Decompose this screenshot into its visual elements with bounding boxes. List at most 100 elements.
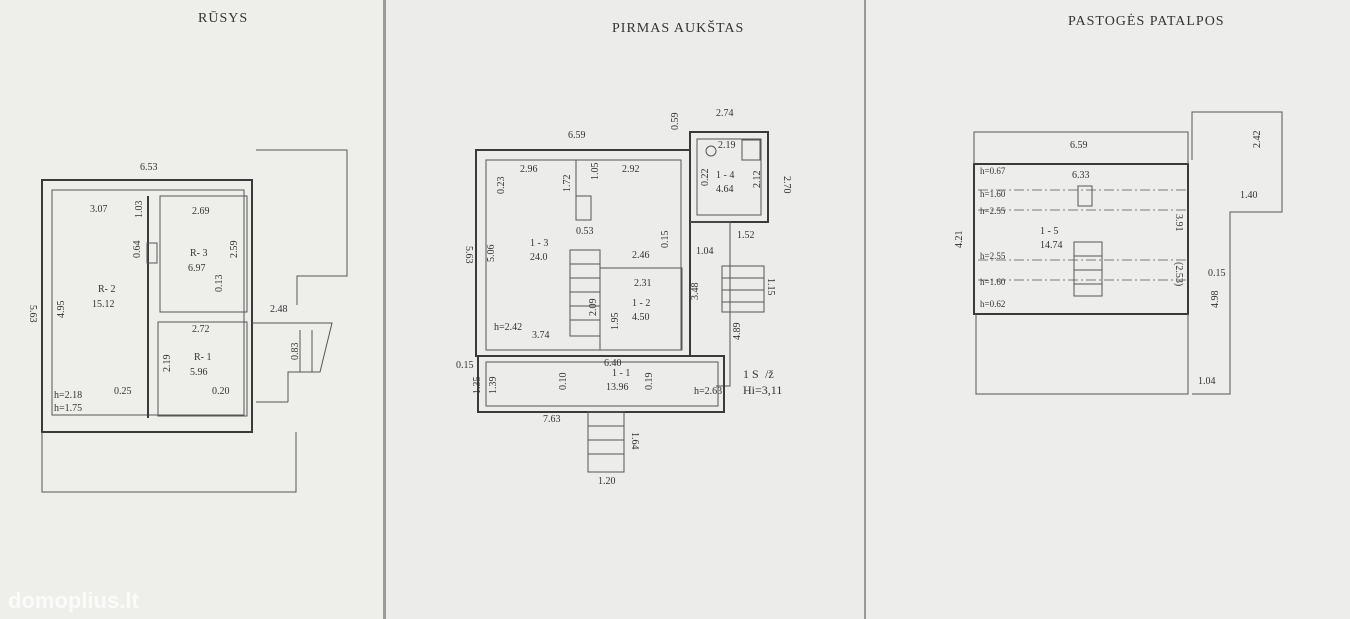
bathroom-inner-wall [696, 138, 762, 216]
dim-label: (2.53) [1173, 262, 1184, 286]
room-id: 1 - 1 [612, 368, 630, 379]
dim-label: 0.13 [214, 275, 225, 293]
attic-stair [1073, 241, 1103, 297]
dim-label: 3.07 [90, 204, 108, 215]
first-floor-title: PIRMAS AUKŠTAS [612, 19, 744, 36]
dim-label: 0.59 [670, 113, 681, 131]
height-note: h=2.63 [694, 386, 722, 397]
basement-stair [252, 322, 333, 402]
dim-label: 0.15 [1208, 268, 1226, 279]
sheet-middle [386, 0, 864, 619]
dim-label: 2.09 [588, 299, 599, 317]
height-note: h=1.75 [54, 403, 82, 414]
room-id: R- 1 [194, 352, 212, 363]
room-r1-outline [157, 321, 248, 417]
dim-label: 1.95 [610, 313, 621, 331]
height-note: h=1.60 [980, 277, 1006, 287]
chimney-left [146, 242, 158, 264]
dim-label: 2.69 [192, 206, 210, 217]
height-note: h=0.62 [980, 299, 1005, 309]
room-area: 15.12 [92, 299, 115, 310]
attic-roof-line [973, 131, 1189, 164]
room-area: 5.96 [190, 367, 208, 378]
chimney-middle [575, 195, 592, 221]
dim-label: 2.72 [192, 324, 210, 335]
dim-label: 6.59 [1070, 140, 1088, 151]
dim-label: 3.74 [532, 330, 550, 341]
dim-label: 3.91 [1173, 214, 1184, 232]
entry-stair [587, 411, 625, 473]
dim-label: 2.12 [752, 171, 763, 189]
basement-title: RŪSYS [198, 10, 248, 26]
dim-label: 4.21 [954, 231, 965, 249]
attic-title: PASTOGĖS PATALPOS [1068, 13, 1225, 29]
dim-label: 5.63 [27, 305, 38, 323]
room-id: 1 - 5 [1040, 226, 1058, 237]
dim-label: 0.22 [700, 169, 711, 187]
dim-label: 0.20 [212, 386, 230, 397]
room-area: 4.64 [716, 184, 734, 195]
dim-label: 1.15 [765, 278, 776, 296]
side-stair [721, 265, 765, 313]
dim-label: 6.33 [1072, 170, 1090, 181]
dim-label: 2.92 [622, 164, 640, 175]
dim-label: 1.04 [1198, 376, 1216, 387]
dim-label: 0.19 [644, 373, 655, 391]
height-note: h=0.67 [980, 166, 1006, 176]
dim-label: 2.46 [632, 250, 650, 261]
attic-lower-line [975, 314, 1189, 395]
dim-label: 4.98 [1210, 291, 1221, 309]
dim-label: 1.04 [696, 246, 714, 257]
dim-label: 6.40 [604, 358, 622, 369]
room-id: R- 2 [98, 284, 116, 295]
room-area: 6.97 [188, 263, 206, 274]
floor-note-slash: /ž [765, 367, 774, 381]
dim-label: 2.74 [716, 108, 734, 119]
dim-label: 6.53 [140, 162, 158, 173]
room-area: 13.96 [606, 382, 629, 393]
dim-label: 0.25 [114, 386, 132, 397]
attic-extension [1191, 111, 1283, 395]
dim-label: 0.64 [132, 241, 143, 259]
hi-note: Hi=3,11 [743, 383, 782, 397]
dim-label: 0.23 [496, 177, 507, 195]
sheet-right [866, 0, 1350, 619]
dim-label: 1.72 [562, 175, 573, 193]
toilet-icon [705, 145, 717, 157]
dim-label: 5.06 [486, 245, 497, 263]
dim-label: 0.10 [558, 373, 569, 391]
dim-label: 4.89 [732, 323, 743, 341]
shower [741, 139, 761, 161]
watermark: domoplius.lt [8, 588, 139, 613]
dim-label: 0.15 [456, 360, 474, 371]
dim-label: 2.19 [162, 355, 173, 373]
attic-plan: PASTOGĖS PATALPOS 6.59 6.33 4.21 h=0.67 … [954, 13, 1283, 395]
dim-label: 2.96 [520, 164, 538, 175]
basement-outer-wall [41, 179, 253, 433]
height-note: h=2.18 [54, 390, 82, 401]
height-note: h=1.60 [980, 189, 1006, 199]
dim-label: 5.63 [463, 246, 474, 264]
height-note: h=2.55 [980, 251, 1006, 261]
room-r3-outline [159, 195, 248, 313]
room-area: 4.50 [632, 312, 650, 323]
room-area: 24.0 [530, 252, 548, 263]
main-stair [569, 249, 601, 337]
dim-label: 3.48 [690, 283, 701, 301]
dim-label: 4.95 [56, 301, 67, 319]
terrain-top [256, 149, 348, 305]
dim-label: 0.53 [576, 226, 594, 237]
dim-label: 2.59 [229, 241, 240, 259]
dim-label: 1.03 [134, 201, 145, 219]
height-note: h=2.55 [980, 206, 1006, 216]
terrain-bottom [41, 432, 297, 493]
dim-label: 1.05 [590, 163, 601, 181]
first-floor-plan: PIRMAS AUKŠTAS 6.59 2.74 0.5 [456, 19, 792, 487]
floor-note: 1 S [743, 367, 759, 381]
dim-label: 1.40 [1240, 190, 1258, 201]
height-note: h=2.42 [494, 322, 522, 333]
dim-label: 7.63 [543, 414, 561, 425]
attic-outer-wall [973, 163, 1189, 315]
dim-label: 0.83 [290, 343, 301, 361]
dim-label: 2.70 [781, 176, 792, 194]
